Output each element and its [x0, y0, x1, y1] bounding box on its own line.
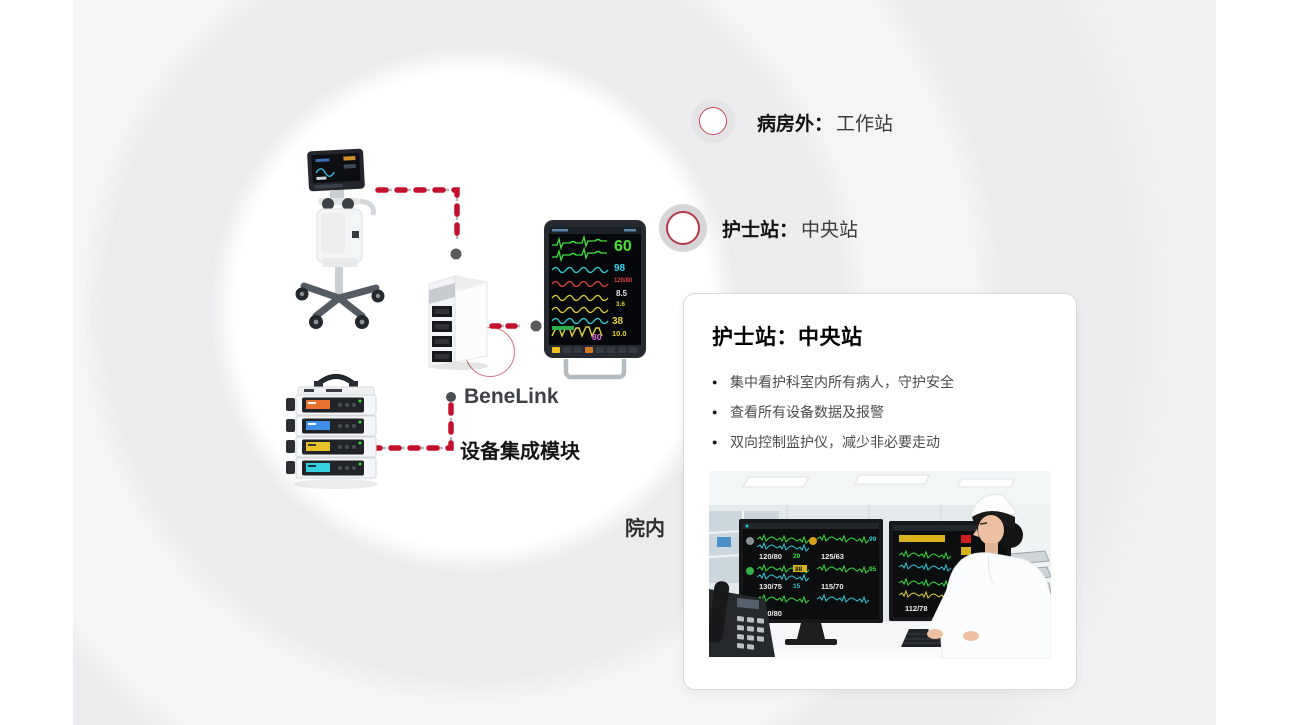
infusion-pump-icon — [286, 374, 378, 489]
nurse-station-label-rest: 中央站 — [801, 220, 859, 241]
nurse-figure — [927, 493, 1051, 659]
outside-ward-label-rest: 工作站 — [836, 114, 894, 135]
temp-value: 38 — [612, 316, 624, 327]
outside-ward-label-bold: 病房外： — [757, 114, 834, 135]
in-hospital-network-label: 院内 — [625, 518, 665, 540]
bp-reading: 115/70 — [821, 582, 844, 591]
card-bullet: 查看所有设备数据及报警 — [712, 397, 1076, 427]
card-bullet-list: 集中看护科室内所有病人，守护安全 查看所有设备数据及报警 双向控制监护仪，减少非… — [712, 367, 1076, 457]
bp-reading: 130/75 — [759, 582, 782, 591]
card-title: 护士站：中央站 — [712, 326, 863, 349]
bp-reading: 112/78 — [905, 604, 928, 613]
benelink-module-illustration — [421, 266, 495, 372]
card-bullet: 集中看护科室内所有病人，守护安全 — [712, 367, 1076, 397]
aux-value: 95 — [869, 566, 877, 573]
patient-monitor-icon: 60 98 120/80 8.5 3.6 38 10.0 80 — [544, 220, 646, 380]
ventilator-illustration — [292, 146, 398, 332]
patient-monitor-illustration: 60 98 120/80 8.5 3.6 38 10.0 80 — [542, 218, 652, 382]
benelink-label: BeneLink — [464, 385, 559, 408]
aux-value: 88 — [795, 566, 803, 573]
aux-value: 20 — [793, 553, 801, 560]
info-card: 护士站：中央站 集中看护科室内所有病人，守护安全 查看所有设备数据及报警 双向控… — [683, 293, 1077, 690]
hotspot-outside-ward[interactable] — [691, 99, 735, 143]
hotspot-ring-active — [666, 211, 700, 245]
central-station-photo: 120/80 125/63 130/75 115/70 120/80 20 99… — [709, 471, 1051, 659]
p2-value: 3.6 — [616, 301, 625, 308]
infusion-pump-stack-illustration — [284, 368, 388, 492]
p1-value: 8.5 — [616, 289, 628, 298]
device-integration-module-label: 设备集成模块 — [460, 441, 580, 463]
spo2-value: 98 — [614, 263, 626, 274]
bp-reading: 120/80 — [759, 552, 782, 561]
bp-reading: 125/63 — [821, 552, 844, 561]
bp-reading: 120/80 — [759, 609, 782, 618]
pr-value: 80 — [592, 332, 602, 342]
nurse-station-label[interactable]: 护士站：中央站 — [722, 215, 858, 242]
telephone — [709, 581, 775, 657]
hotspot-ring — [699, 107, 727, 135]
central-station-scene: 120/80 125/63 130/75 115/70 120/80 20 99… — [709, 471, 1051, 659]
hr-value: 60 — [614, 238, 632, 255]
card-bullet: 双向控制监护仪，减少非必要走动 — [712, 427, 1076, 457]
co2-value: 10.0 — [612, 329, 627, 338]
aux-value: 99 — [869, 536, 877, 543]
nurse-station-label-bold: 护士站： — [722, 220, 799, 241]
outside-ward-label[interactable]: 病房外：工作站 — [757, 109, 893, 136]
benelink-module-icon — [428, 275, 489, 370]
nibp-value: 120/80 — [614, 278, 633, 284]
ventilator-icon — [295, 148, 385, 329]
hotspot-nurse-station[interactable] — [659, 204, 707, 252]
aux-value: 15 — [793, 583, 801, 590]
